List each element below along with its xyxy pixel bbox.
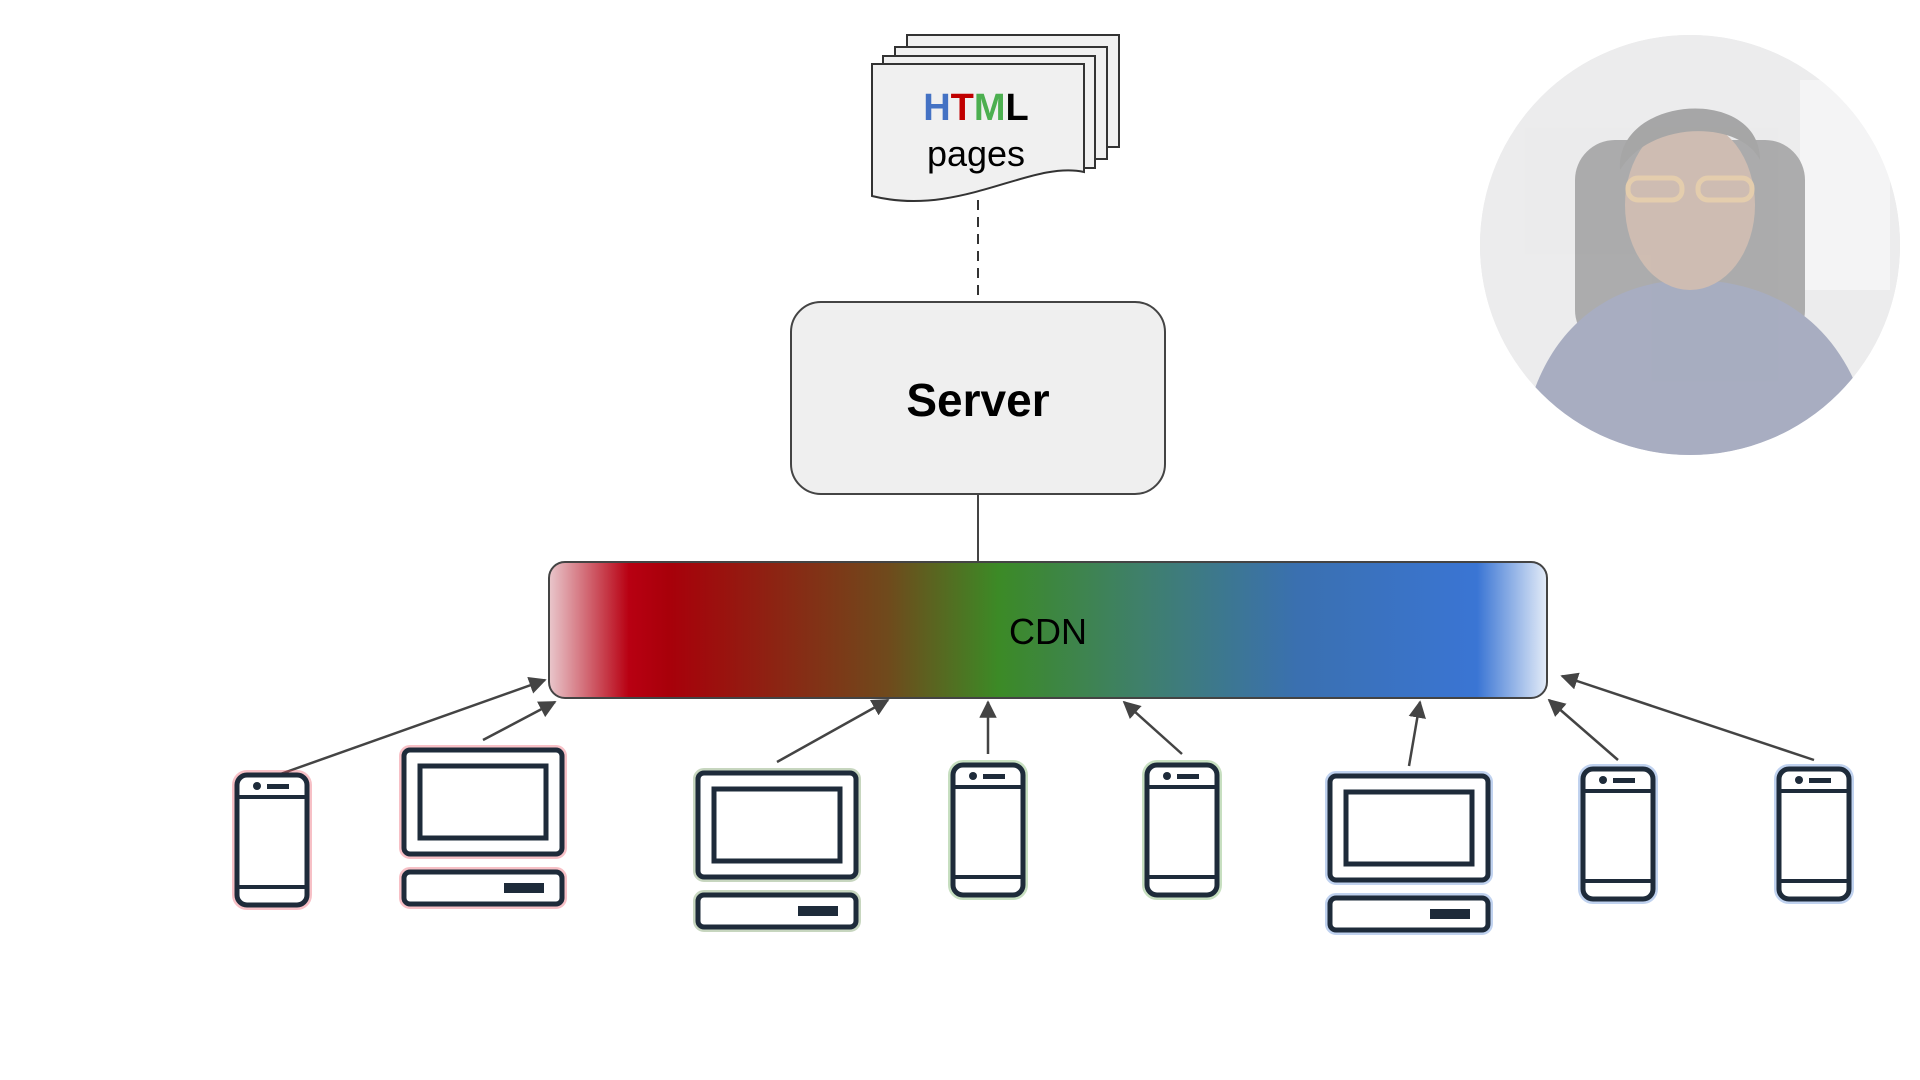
request-arrows	[271, 672, 1815, 779]
desktop-base	[695, 892, 859, 930]
phone-icon	[1578, 764, 1658, 904]
arrow-device-2	[482, 700, 557, 742]
arrow-device-7	[1547, 698, 1619, 761]
monitor-screen	[711, 786, 843, 864]
html-pages-subtitle: pages	[927, 133, 1025, 174]
cdn-label: CDN	[1009, 611, 1087, 652]
desktop-base	[401, 869, 565, 907]
arrow-device-5	[1122, 700, 1183, 755]
cdn-node: CDN	[548, 561, 1548, 699]
desktop-base	[1327, 895, 1491, 933]
cdn-bar	[548, 561, 1548, 699]
html-pages-title: HTML	[923, 87, 1029, 129]
presenter-video-icon	[1480, 35, 1900, 455]
phone-body	[234, 772, 310, 908]
phone-body	[950, 762, 1026, 898]
monitor-screen	[417, 763, 549, 841]
arrow-device-1	[271, 677, 547, 779]
phone-icon	[1142, 760, 1222, 900]
arrow-device-6	[1407, 700, 1426, 767]
desktop-icon	[693, 768, 861, 932]
html-letter-h: H	[923, 87, 950, 129]
phone-body	[1776, 766, 1852, 902]
phone-icon	[948, 760, 1028, 900]
phone-camera	[1795, 776, 1803, 784]
phone-body	[1144, 762, 1220, 898]
desktop-drive-slot	[504, 883, 544, 893]
phone-speaker	[983, 774, 1005, 779]
phone-icon	[1774, 764, 1854, 904]
phone-body	[1580, 766, 1656, 902]
server-node: Server	[790, 301, 1166, 495]
phone-camera	[253, 782, 261, 790]
phone-speaker	[1177, 774, 1199, 779]
monitor-screen	[1343, 789, 1475, 867]
phone-camera	[969, 772, 977, 780]
server-label: Server	[906, 374, 1049, 426]
html-letter-t: T	[951, 87, 974, 129]
desktop-drive-slot	[798, 906, 838, 916]
arrow-device-8	[1560, 672, 1815, 762]
phone-speaker	[1809, 778, 1831, 783]
desktop-icon	[399, 745, 567, 909]
html-letter-m: M	[974, 87, 1006, 129]
page-sheet-front	[871, 63, 1085, 202]
client-devices	[232, 745, 1854, 935]
desktop-drive-slot	[1430, 909, 1470, 919]
phone-camera	[1163, 772, 1171, 780]
html-letter-l: L	[1006, 87, 1029, 129]
arrow-device-3	[776, 698, 890, 764]
phone-speaker	[267, 784, 289, 789]
presenter-avatar	[1480, 35, 1900, 455]
phone-icon	[232, 770, 312, 910]
desktop-icon	[1325, 771, 1493, 935]
html-pages-stack: HTML pages	[871, 34, 1120, 202]
phone-speaker	[1613, 778, 1635, 783]
phone-camera	[1599, 776, 1607, 784]
